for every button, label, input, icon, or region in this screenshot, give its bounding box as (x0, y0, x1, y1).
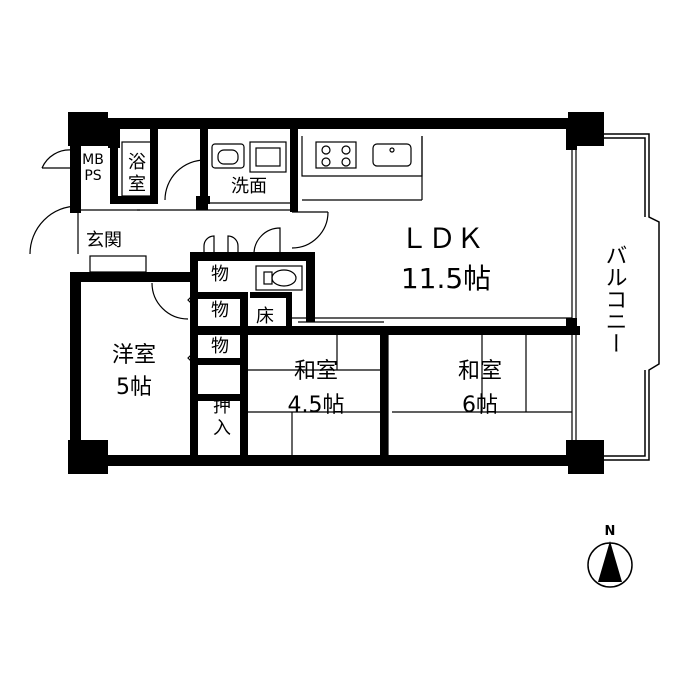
ldk-name: ＬＤＫ (400, 222, 484, 255)
washitsu1-name: 和室 (294, 359, 338, 384)
oshiire-bottom: 入 (213, 418, 231, 439)
compass-label: N (605, 524, 616, 539)
youshitsu-size: 5帖 (116, 375, 152, 400)
sink-icon (372, 143, 412, 167)
washbasin-icon (211, 143, 245, 169)
walls (68, 112, 604, 474)
balcony-outline (603, 133, 660, 461)
storage-label-1: 物 (211, 264, 229, 285)
ldk-size: 11.5帖 (401, 262, 491, 295)
washing-machine-icon (249, 141, 287, 173)
washitsu2-size: 6帖 (462, 393, 498, 418)
mbps-bottom: PS (84, 168, 101, 184)
storage-label-2: 物 (211, 300, 229, 321)
bath-label-top: 浴 (128, 152, 146, 173)
youshitsu-name: 洋室 (112, 343, 156, 368)
toilet-icon (255, 265, 303, 291)
storage-label-3: 物 (211, 336, 229, 357)
bathtub-icon (121, 141, 153, 197)
senmen-label: 洗面 (231, 176, 267, 197)
bath-label-bottom: 室 (128, 174, 146, 195)
compass-icon: N (587, 524, 633, 588)
stove-icon (315, 141, 357, 169)
balcony-label: バルコニー (602, 244, 627, 354)
washitsu1-size: 4.5帖 (288, 393, 345, 418)
washitsu2-name: 和室 (458, 359, 502, 384)
oshiire-top: 押 (213, 396, 231, 417)
genkan-label: 玄関 (86, 230, 122, 251)
toko-label: 床 (256, 306, 274, 327)
mbps-top: MB (82, 152, 104, 168)
